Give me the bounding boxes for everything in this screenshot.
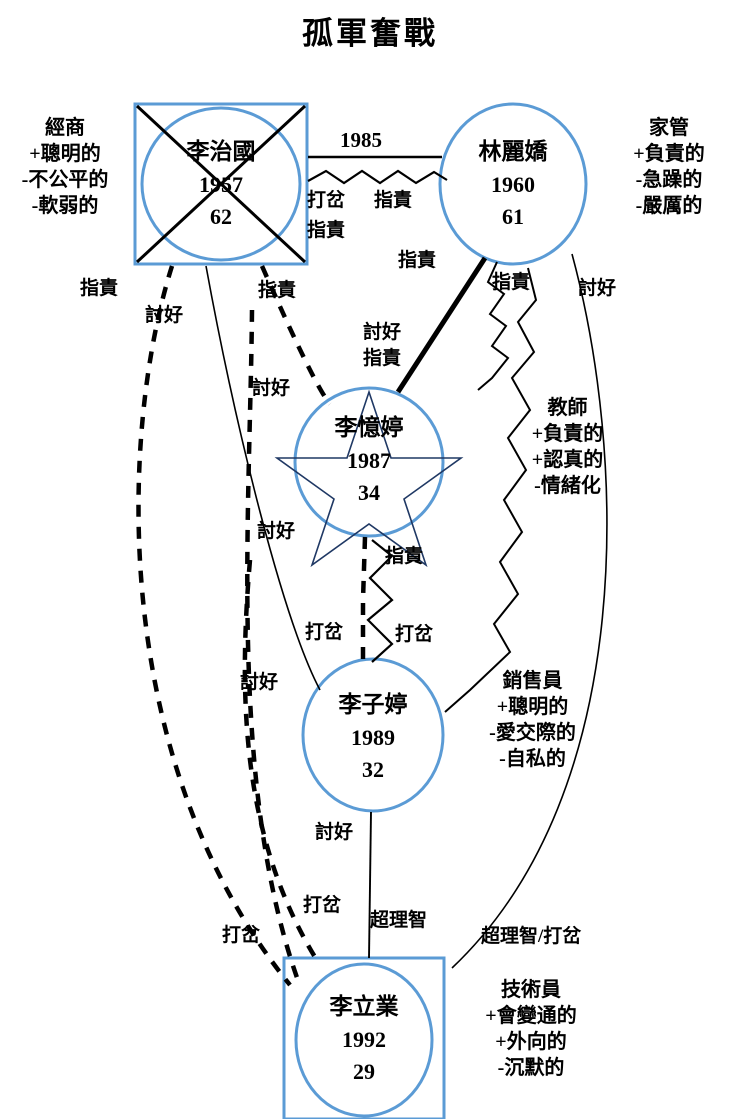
- edge-daughter1-daughter2-zigzag: [366, 539, 394, 663]
- edge-mother-daughter1-zigzag: [477, 261, 510, 391]
- label-daughter1-distract-left: 打岔: [305, 622, 344, 643]
- attr-father-1: +聰明的: [29, 143, 101, 165]
- label-daughter2-placate-left: 討好: [240, 672, 279, 693]
- attrs-daughter1: 教師 +負責的 +認真的 -情緒化: [500, 395, 635, 499]
- attr-son-1: +會變通的: [485, 1005, 577, 1027]
- label-father-blame-left: 指責: [80, 278, 119, 299]
- edge-father-daughter1-blame: [259, 265, 332, 406]
- label-marriage-blame-right: 指責: [374, 190, 413, 211]
- edge-father-daughter2-placate: [205, 265, 321, 691]
- label-marriage-distract: 打岔: [307, 190, 346, 211]
- label-mother-placate-right: 討好: [578, 278, 617, 299]
- label-daughter2-placate-down: 討好: [315, 822, 354, 843]
- edge-daughter2-son-line: [368, 811, 372, 959]
- attrs-father: 經商 +聰明的 -不公平的 -軟弱的: [0, 115, 130, 219]
- node-shape-mother[interactable]: [438, 102, 588, 266]
- attr-mother-0: 家管: [649, 117, 689, 139]
- attr-daughter2-2: -愛交際的: [489, 722, 576, 744]
- attr-mother-2: -急躁的: [635, 169, 703, 191]
- label-father-blame-right: 指責: [258, 280, 297, 301]
- node-shape-daughter2[interactable]: [301, 657, 445, 813]
- attrs-daughter2: 銷售員 +聰明的 -愛交際的 -自私的: [460, 668, 605, 772]
- attr-son-2: +外向的: [495, 1031, 567, 1053]
- edge-daughter1-daughter2-dashed: [360, 536, 368, 660]
- attr-son-3: -沉默的: [497, 1057, 565, 1079]
- label-son-superreason: 超理智: [370, 910, 428, 931]
- label-marriage-year: 1985: [340, 128, 382, 152]
- attr-daughter2-3: -自私的: [499, 748, 566, 770]
- label-son-distract-near: 打岔: [303, 895, 342, 916]
- attr-daughter1-1: +負責的: [531, 423, 604, 445]
- label-marriage-blame-left: 指責: [307, 220, 346, 241]
- attrs-mother: 家管 +負責的 -急躁的 -嚴厲的: [598, 115, 740, 219]
- label-mother-blame-left: 指責: [398, 250, 437, 271]
- label-daughter1-blame-down: 指責: [385, 546, 424, 567]
- attrs-son: 技術員 +會變通的 +外向的 -沉默的: [455, 977, 607, 1081]
- attr-daughter2-1: +聰明的: [496, 696, 569, 718]
- edge-father-son-distract: [136, 265, 292, 987]
- node-shape-father[interactable]: [133, 102, 309, 266]
- attr-daughter1-0: 教師: [547, 397, 588, 419]
- node-shape-son[interactable]: [282, 956, 446, 1119]
- attr-mother-1: +負責的: [633, 143, 705, 165]
- label-father-placate-right: 討好: [252, 378, 291, 399]
- attr-father-3: -軟弱的: [31, 195, 99, 217]
- label-father-placate: 討好: [145, 305, 184, 326]
- node-shape-daughter1[interactable]: [274, 386, 464, 568]
- attr-daughter1-3: -情緒化: [534, 475, 601, 497]
- edge-daughter1-son-distract: [242, 559, 320, 964]
- attr-daughter1-2: +認真的: [531, 449, 604, 471]
- page-title: 孤軍奮戰: [302, 16, 438, 51]
- conflict-zigzag-parents: [307, 169, 448, 185]
- attr-daughter2-0: 銷售員: [502, 670, 563, 692]
- label-daughter1-placate-left: 討好: [257, 521, 296, 542]
- attr-father-0: 經商: [45, 117, 85, 139]
- attr-mother-3: -嚴厲的: [635, 195, 703, 217]
- label-mother-blame-mid: 指責: [492, 272, 531, 293]
- attr-father-2: -不公平的: [21, 169, 109, 191]
- edge-father-son-distract2: [245, 309, 303, 987]
- label-son-distract-far: 打岔: [222, 925, 261, 946]
- edge-mother-daughter2-zigzag: [444, 267, 538, 713]
- edge-mother-son-superreason: [451, 253, 608, 969]
- label-son-superreason-distract: 超理智/打岔: [481, 926, 582, 947]
- edge-mother-daughter1-thick: [395, 256, 488, 394]
- label-daughter1-blame-up: 指責: [363, 348, 402, 369]
- label-daughter1-distract-right: 打岔: [395, 624, 434, 645]
- label-daughter1-placate-up: 討好: [363, 322, 402, 343]
- attr-son-0: 技術員: [501, 979, 561, 1001]
